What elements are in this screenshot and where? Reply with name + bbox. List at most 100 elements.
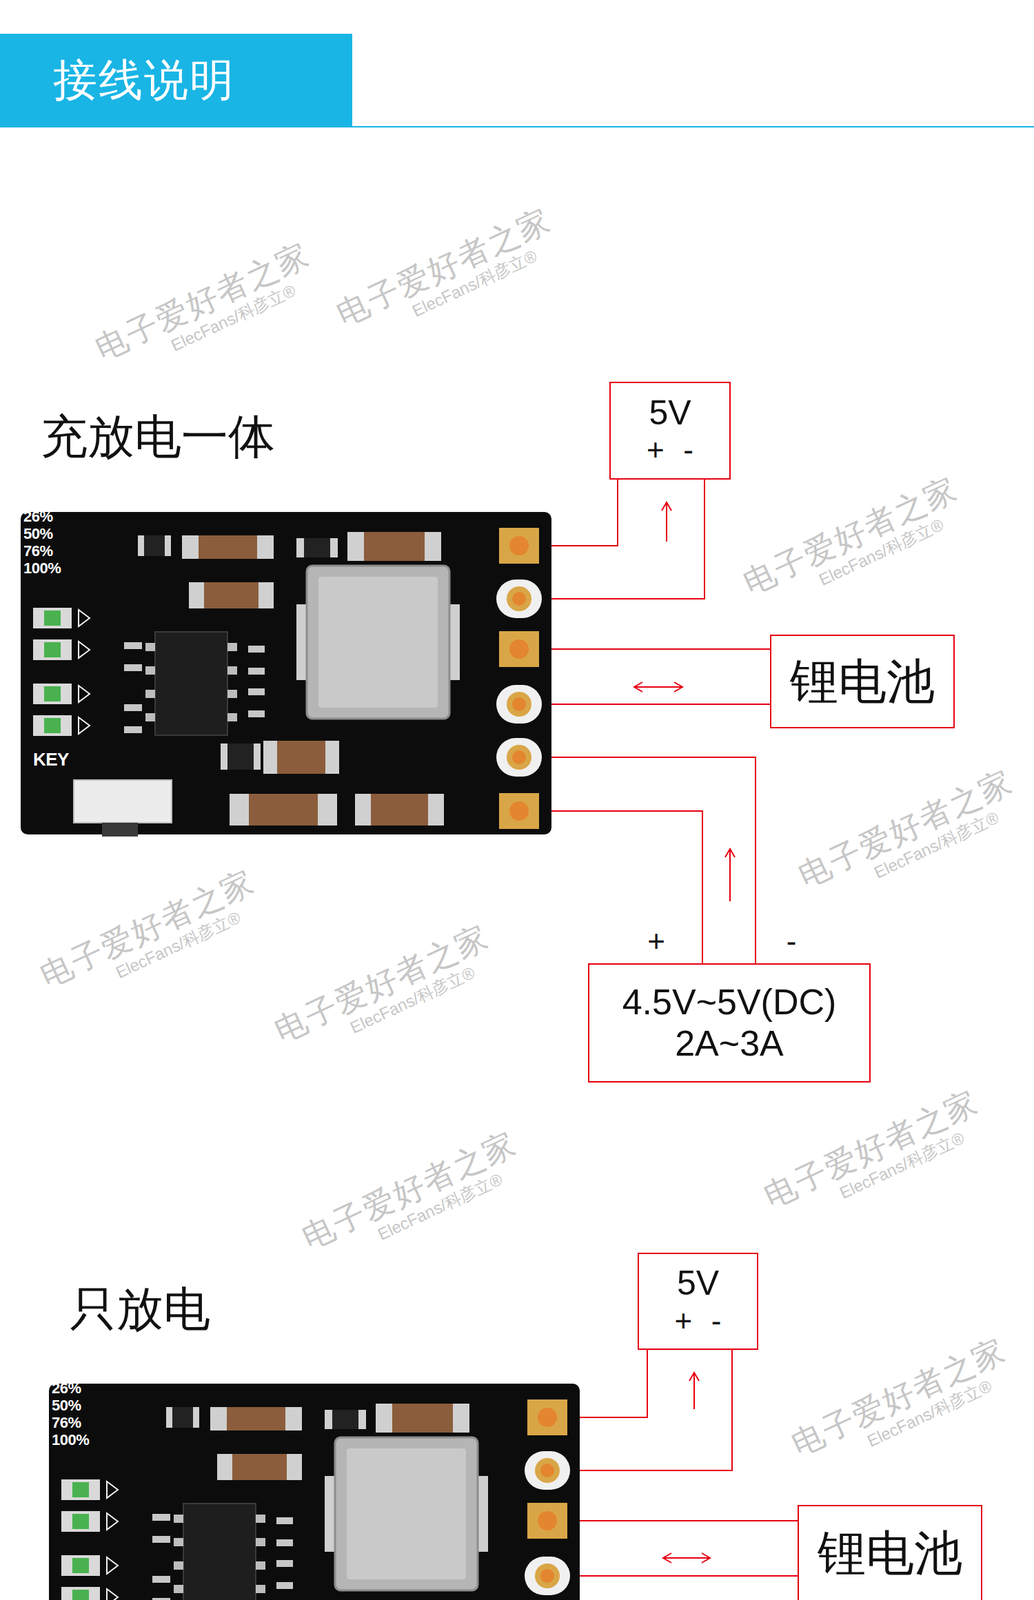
- polarity-label: +: [644, 926, 668, 957]
- solder-end: [330, 538, 338, 558]
- solder-pad: [527, 1400, 568, 1436]
- ic-pin: [255, 1585, 266, 1594]
- capacitor: [232, 1454, 287, 1481]
- box-text: 5V: [648, 393, 691, 434]
- wire: [579, 1575, 798, 1578]
- watermark: 电子爱好者之家ElecFans/科彦立®: [331, 201, 566, 351]
- resistor: [227, 743, 254, 770]
- led-lens: [72, 1482, 89, 1498]
- ic-pin: [173, 1538, 184, 1547]
- smd-pad: [276, 1539, 293, 1547]
- text-box: 锂电池: [769, 634, 955, 729]
- pad-ring: [506, 692, 532, 717]
- led-lens: [44, 642, 61, 658]
- solder-pad: [496, 738, 542, 777]
- pad-ring: [506, 745, 532, 770]
- flow-arrow: [661, 502, 672, 542]
- solder-end: [375, 1404, 393, 1434]
- flow-arrow: [689, 1373, 699, 1410]
- resistor: [172, 1407, 194, 1429]
- flow-arrow: [663, 1553, 711, 1564]
- ic-pin: [173, 1515, 184, 1524]
- solder-end: [324, 1410, 333, 1430]
- header-bar: [0, 33, 353, 128]
- pad-hole: [537, 1511, 557, 1532]
- text-box: 5V+ -: [637, 1253, 759, 1351]
- capacitor: [392, 1404, 453, 1434]
- ic-pin: [227, 690, 238, 699]
- solder-end: [137, 535, 145, 557]
- silk-triangle: [78, 610, 90, 627]
- capacitor: [363, 532, 425, 562]
- smd-pad: [124, 664, 143, 672]
- pad-hole: [540, 1569, 555, 1584]
- wire: [551, 703, 770, 706]
- watermark: 电子爱好者之家ElecFans/科彦立®: [758, 1084, 993, 1233]
- solder-pad: [527, 1503, 568, 1540]
- smd-pad: [248, 710, 265, 718]
- solder-end: [217, 1454, 233, 1481]
- solder-end: [317, 794, 338, 826]
- arrow-head: [689, 1373, 699, 1382]
- percent-label: 50%: [51, 1398, 82, 1414]
- solder-pad: [499, 631, 540, 668]
- solder-end: [210, 1407, 227, 1432]
- smd-pad: [276, 1582, 293, 1590]
- arrow-head: [661, 502, 672, 511]
- ic-pin: [145, 643, 156, 652]
- solder-pad: [524, 1451, 571, 1491]
- silk-triangle: [78, 641, 90, 659]
- wire: [551, 479, 705, 600]
- section-title: 充放电一体: [40, 410, 276, 463]
- pad-hole: [509, 639, 529, 660]
- wire: [551, 648, 770, 651]
- text-box: 5V+ -: [609, 381, 731, 480]
- led-lens: [72, 1514, 89, 1530]
- smd-pad: [124, 726, 143, 734]
- wire: [579, 1520, 798, 1523]
- solder-end: [220, 743, 228, 770]
- inductor-tab: [324, 1476, 336, 1553]
- solder-end: [181, 535, 199, 560]
- box-text: + -: [646, 432, 694, 469]
- solder-end: [253, 743, 261, 770]
- section-title: 只放电: [69, 1283, 211, 1336]
- led-lens: [44, 686, 61, 702]
- pad-hole: [512, 592, 526, 606]
- led: [61, 1587, 100, 1600]
- text-box: 锂电池: [797, 1505, 983, 1600]
- ic-pin: [227, 643, 238, 652]
- resistor: [303, 538, 331, 558]
- silk-triangle: [106, 1513, 118, 1531]
- capacitor: [226, 1407, 286, 1432]
- percent-label: 100%: [23, 561, 61, 577]
- led-lens: [72, 1558, 89, 1574]
- percent-label: 100%: [51, 1433, 89, 1449]
- led: [33, 683, 72, 705]
- watermark: 电子爱好者之家ElecFans/科彦立®: [35, 863, 269, 1012]
- box-text: 2A~3A: [674, 1023, 784, 1066]
- solder-end: [355, 794, 371, 826]
- pad-hole: [512, 697, 526, 712]
- smd-pad: [152, 1514, 171, 1522]
- solder-pad: [496, 579, 542, 619]
- silk-triangle: [78, 685, 90, 703]
- ic-pin: [255, 1515, 266, 1524]
- solder-pad: [499, 793, 540, 830]
- percent-label: 26%: [23, 509, 54, 525]
- percent-label: 26%: [51, 1381, 82, 1397]
- inductor-top: [346, 1448, 466, 1580]
- solder-end: [325, 741, 340, 775]
- inductor: [306, 565, 450, 719]
- key-knob: [102, 823, 138, 837]
- header-rule: [352, 126, 1034, 128]
- pcb-board: [20, 508, 552, 839]
- solder-end: [285, 1407, 302, 1432]
- watermark: 电子爱好者之家ElecFans/科彦立®: [793, 763, 1028, 912]
- box-text: 锂电池: [789, 654, 935, 711]
- pad-ring: [534, 1458, 560, 1484]
- solder-pad: [524, 1557, 571, 1596]
- solder-end: [452, 1404, 470, 1434]
- smd-pad: [276, 1560, 293, 1568]
- pcb-substrate: [20, 512, 552, 835]
